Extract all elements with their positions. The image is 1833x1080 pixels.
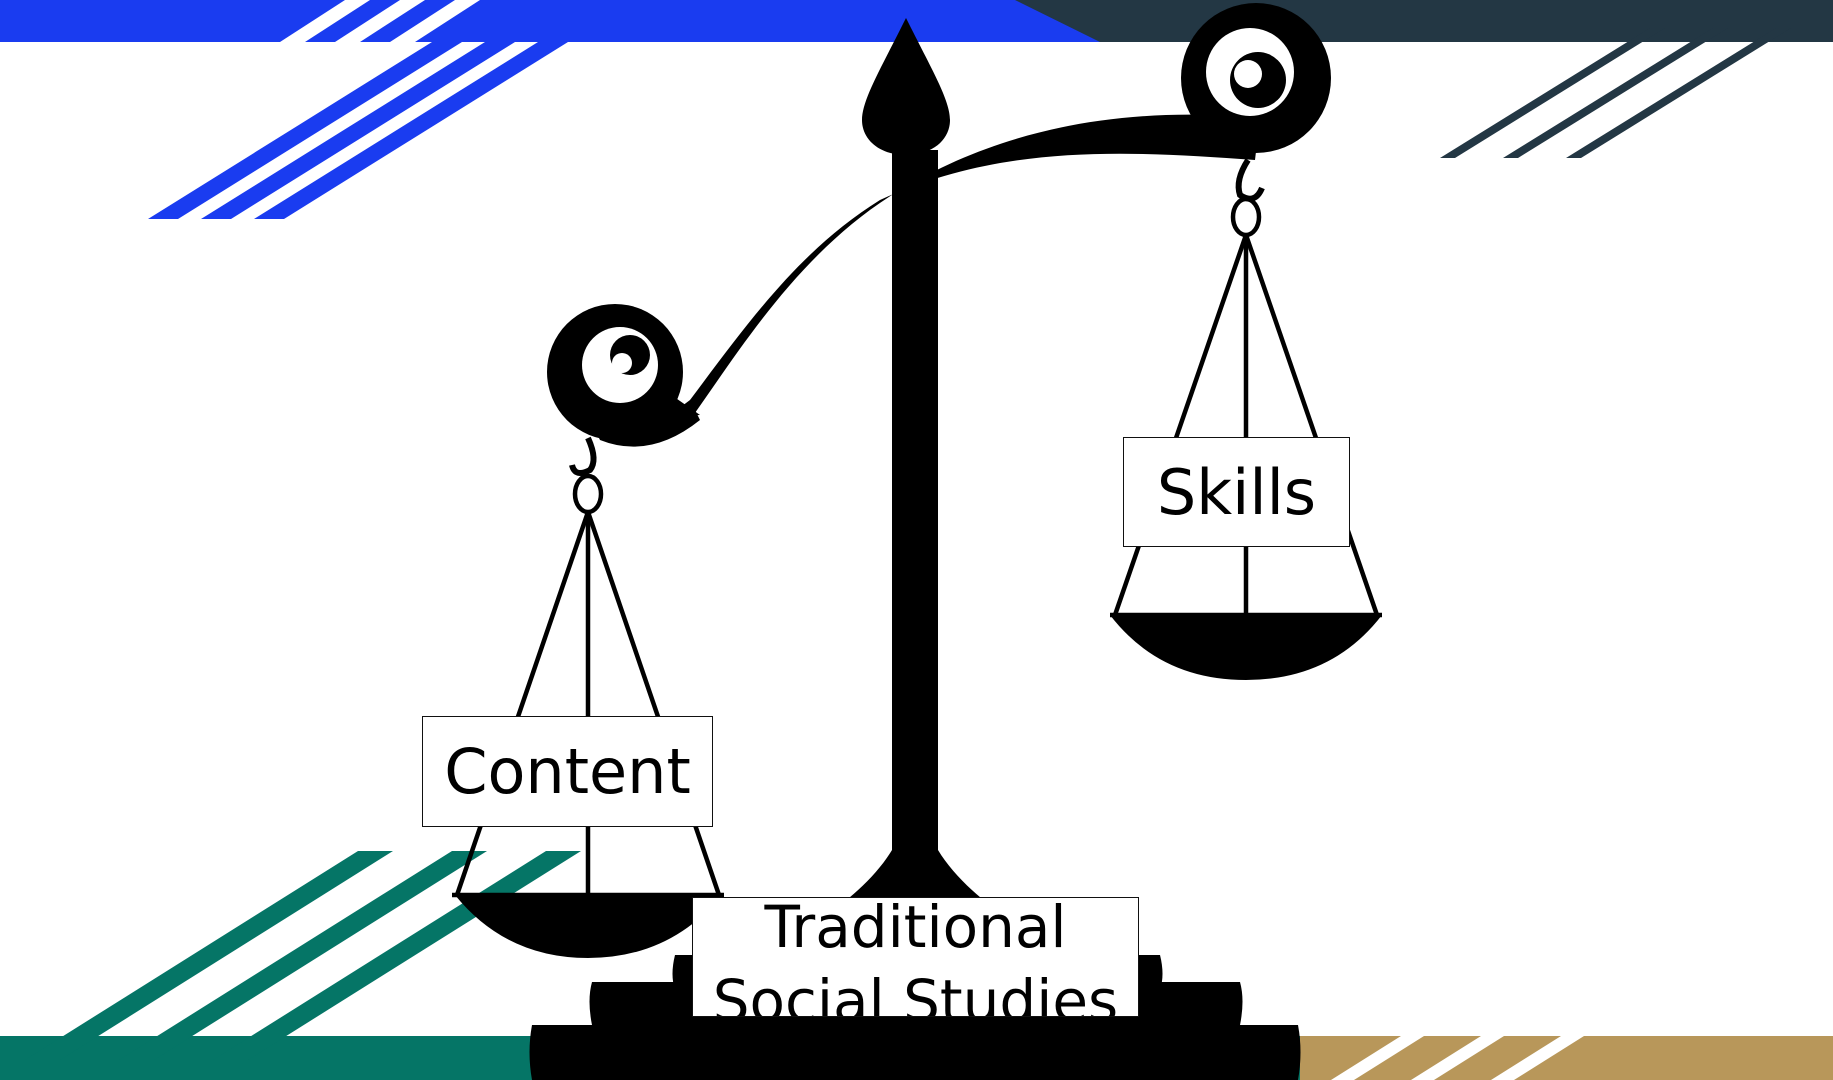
base-tier-3 <box>529 1025 1301 1080</box>
left-pan-label-text: Content <box>444 735 691 808</box>
top-band <box>0 0 1833 42</box>
stripes-top-left <box>148 42 568 219</box>
post-flare <box>840 850 990 905</box>
stripe <box>119 851 487 1060</box>
stripe <box>201 42 515 219</box>
right-hook <box>1235 158 1265 202</box>
beam <box>690 114 1260 421</box>
right-pan <box>1110 615 1382 680</box>
left-pan <box>455 895 722 958</box>
stripe <box>1440 28 1665 158</box>
stripe <box>254 42 568 219</box>
stripe <box>213 851 581 1060</box>
right-pan-label: Skills <box>1123 437 1350 547</box>
top-band-notch <box>390 0 480 42</box>
stripe <box>1503 28 1728 158</box>
base-label-text: Traditional Social Studies <box>712 897 1119 1017</box>
stripe <box>25 851 393 1060</box>
base-label: Traditional Social Studies <box>692 897 1139 1017</box>
right-pan-label-text: Skills <box>1156 455 1317 529</box>
stripe <box>1411 1036 1504 1080</box>
left-pan-label: Content <box>422 716 713 827</box>
base-label-line-2: Social Studies <box>712 967 1119 1017</box>
stripe <box>148 42 462 219</box>
stripe <box>1491 1036 1584 1080</box>
right-pan-strings <box>1110 196 1382 618</box>
post <box>892 150 938 870</box>
top-band-notch <box>280 0 370 42</box>
stripe <box>1331 1036 1424 1080</box>
stripe <box>1566 28 1791 158</box>
stripes-top-right <box>1440 28 1791 158</box>
base-label-line-1: Traditional <box>764 897 1067 961</box>
left-pan-strings <box>452 473 724 898</box>
stripes-bottom-left <box>25 851 581 1060</box>
left-hook <box>569 436 597 477</box>
bottom-band-notches <box>1331 1036 1584 1080</box>
top-band-notch <box>335 0 425 42</box>
finial <box>862 18 950 155</box>
top-band-blue <box>0 0 1110 42</box>
